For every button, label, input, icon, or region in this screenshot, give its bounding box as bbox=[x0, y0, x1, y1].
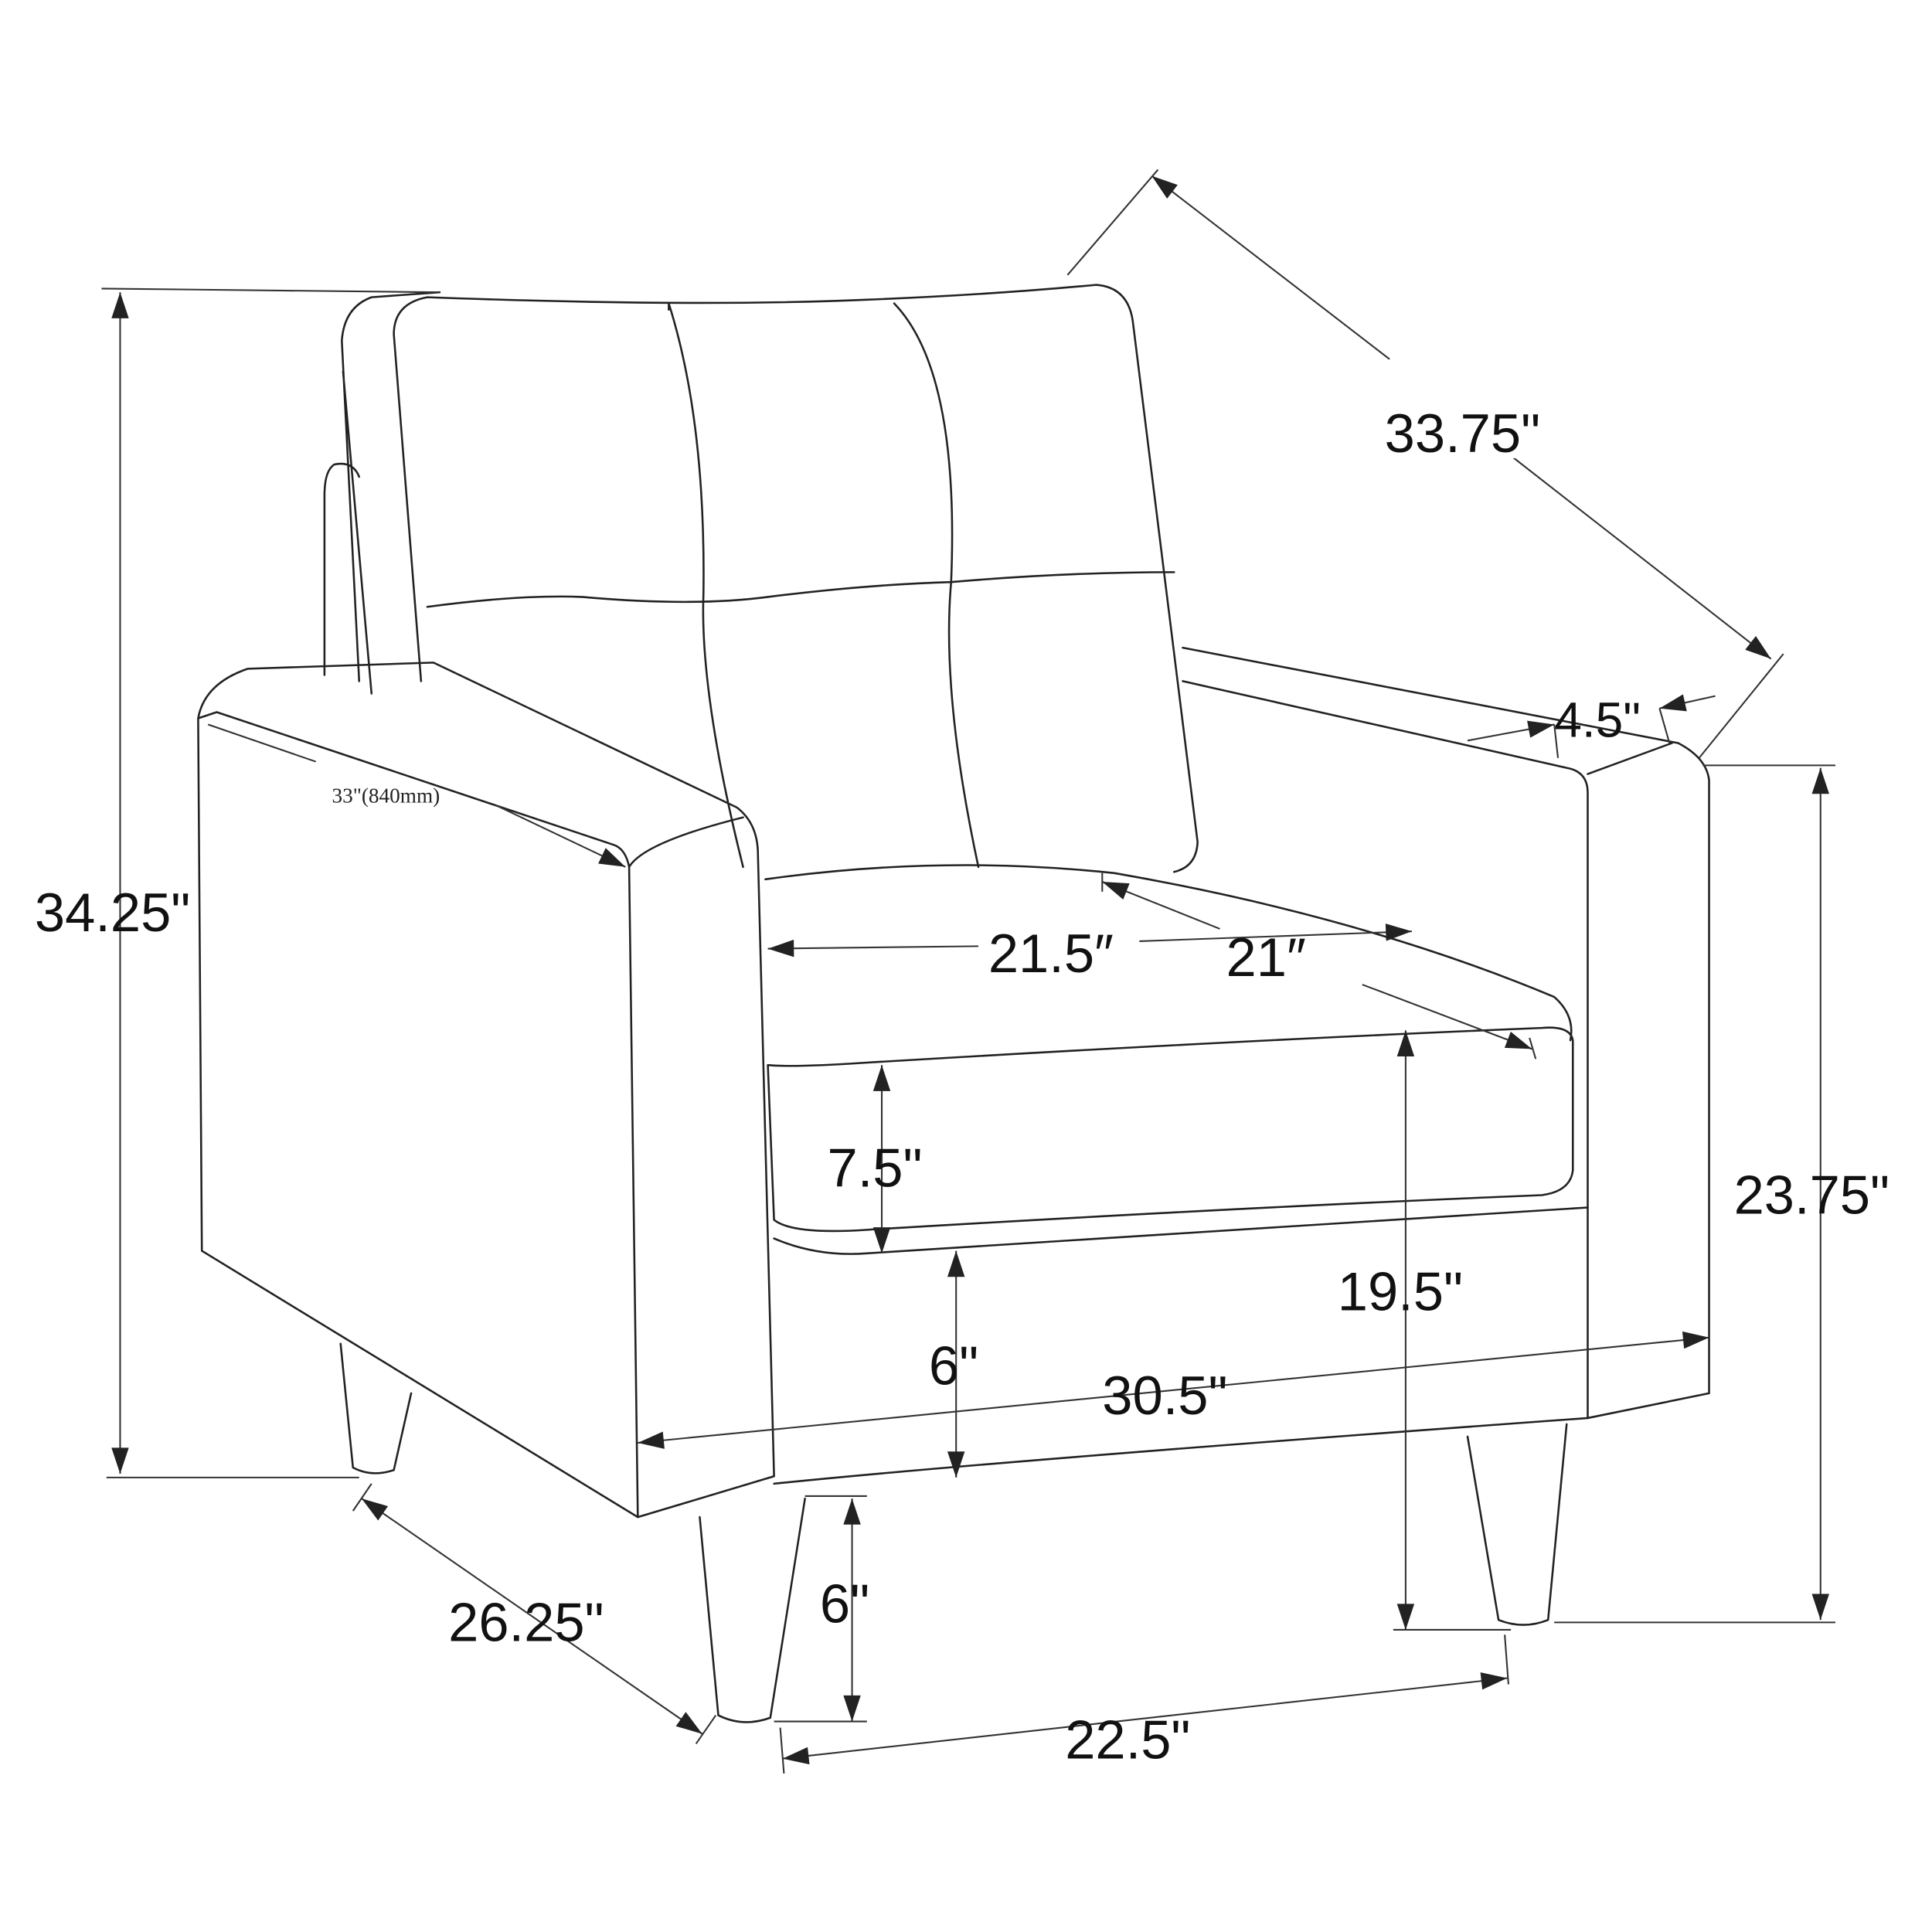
label-base-height: 6" bbox=[929, 1335, 978, 1396]
dim-line-depth bbox=[1151, 176, 1770, 659]
leg-back-left bbox=[339, 1342, 413, 1475]
label-arm-height: 23.75" bbox=[1734, 1165, 1889, 1226]
label-seat-height: 19.5" bbox=[1338, 1261, 1463, 1322]
label-leg-width-span: 22.5" bbox=[1065, 1709, 1190, 1770]
label-arm-length: 33"(840mm) bbox=[332, 784, 440, 807]
seat-base bbox=[773, 1206, 1589, 1485]
back-cushion bbox=[393, 284, 1199, 873]
label-overall-width: 30.5" bbox=[1102, 1365, 1227, 1426]
label-arm-width: 4.5" bbox=[1554, 692, 1641, 748]
dimension-lines bbox=[101, 170, 1835, 1774]
right-arm-back bbox=[1182, 646, 1710, 1420]
label-seat-depth: 21″ bbox=[1226, 927, 1306, 988]
label-overall-height: 34.25" bbox=[35, 882, 190, 943]
label-leg-depth-span: 26.25" bbox=[448, 1591, 604, 1652]
leg-front-left bbox=[699, 1497, 806, 1723]
label-leg-height: 6" bbox=[820, 1573, 869, 1634]
label-seat-width: 21.5″ bbox=[988, 923, 1114, 984]
label-cushion-thickness: 7.5" bbox=[828, 1137, 923, 1198]
leg-front-right bbox=[1466, 1423, 1568, 1626]
label-depth: 33.75" bbox=[1385, 403, 1540, 464]
chair-outline bbox=[197, 284, 1710, 1723]
seat-cushion bbox=[764, 864, 1574, 1233]
left-arm bbox=[197, 662, 775, 1519]
dimension-labels: 34.25" 33.75" 4.5" 33"(840mm) 21.5″ 21″ … bbox=[35, 393, 1889, 1770]
back-frame bbox=[323, 291, 441, 695]
back-tufting bbox=[426, 302, 1175, 869]
